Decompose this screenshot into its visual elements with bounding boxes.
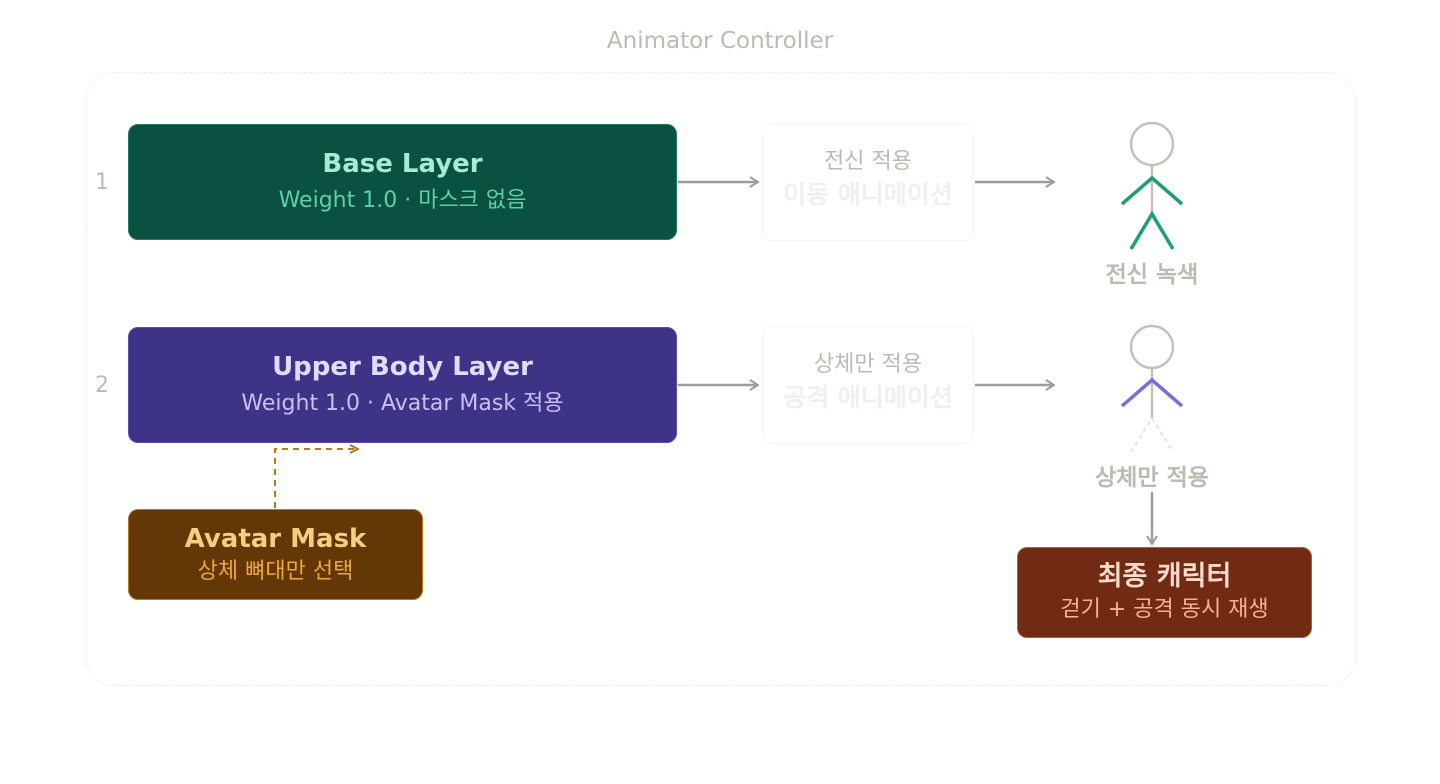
upper-body-caption: 상체만 적용 (1095, 465, 1209, 491)
diagram-title: Animator Controller (606, 28, 834, 54)
arrow-mask-to-upper (274, 449, 358, 508)
layer-number-1: 1 (95, 170, 109, 195)
attack-animation-label: 상체만 적용 (813, 352, 923, 377)
base-layer-desc: Weight 1.0 · 마스크 없음 (278, 188, 527, 213)
full-body-caption: 전신 녹색 (1105, 262, 1199, 288)
upper-layer-desc: Weight 1.0 · Avatar Mask 적용 (241, 391, 564, 416)
layer-number-2: 2 (95, 373, 109, 398)
upper-layer-title: Upper Body Layer (272, 352, 533, 382)
move-animation-node[interactable]: 전신 적용 이동 애니메이션 (762, 123, 974, 241)
move-animation-name: 이동 애니메이션 (783, 180, 953, 209)
final-character-desc: 걷기 + 공격 동시 재생 (1060, 596, 1269, 622)
base-layer-node[interactable]: Base Layer Weight 1.0 · 마스크 없음 (128, 124, 677, 240)
avatar-mask-node[interactable]: Avatar Mask 상체 뼈대만 선택 (128, 509, 423, 600)
final-character-node[interactable]: 최종 캐릭터 걷기 + 공격 동시 재생 (1017, 547, 1312, 638)
move-animation-label: 전신 적용 (824, 149, 912, 174)
avatar-mask-desc: 상체 뼈대만 선택 (197, 558, 354, 584)
animator-controller-frame (86, 72, 1356, 686)
base-layer-title: Base Layer (322, 149, 483, 179)
avatar-mask-title: Avatar Mask (184, 523, 367, 554)
upper-body-layer-node[interactable]: Upper Body Layer Weight 1.0 · Avatar Mas… (128, 327, 677, 443)
attack-animation-node[interactable]: 상체만 적용 공격 애니메이션 (762, 326, 974, 444)
final-character-title: 최종 캐릭터 (1097, 560, 1232, 592)
attack-animation-name: 공격 애니메이션 (783, 383, 953, 412)
full-body-figure-icon (1120, 121, 1184, 250)
upper-body-figure-icon (1120, 324, 1184, 453)
